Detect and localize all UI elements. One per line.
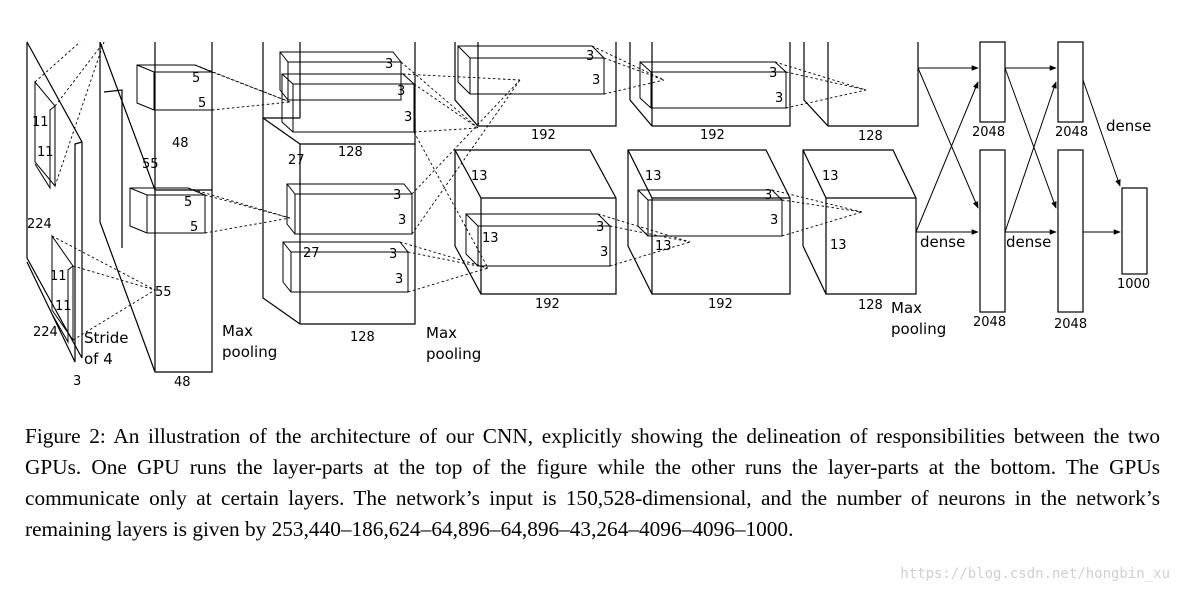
- figure-caption: Figure 2: An illustration of the archite…: [25, 421, 1160, 545]
- conv4-to-conv5-lines: [771, 61, 867, 237]
- conv4-kernel-top-b: 3: [775, 91, 783, 106]
- conv2-kernel-top-a: 3: [385, 57, 393, 72]
- conv3-size-label: 13: [471, 169, 488, 184]
- conv3-depth-top-label: 192: [531, 128, 556, 143]
- stride-label-line1: Stride: [84, 329, 129, 347]
- conv1-size-label: 55: [142, 157, 159, 172]
- input-width-label: 224: [33, 325, 58, 340]
- input-depth-label: 3: [73, 374, 81, 389]
- conv1-depth-top-label: 48: [172, 136, 189, 151]
- conv2-depth-top-label: 128: [338, 145, 363, 160]
- conv4-size-bottom-label: 13: [655, 239, 672, 254]
- conv1-to-conv2-lines: [187, 64, 291, 234]
- fc6-bottom-label: 2048: [973, 315, 1006, 330]
- conv4-kernel-top-a: 3: [769, 66, 777, 81]
- conv5-depth-bottom-label: 128: [858, 298, 883, 313]
- pooling2-line2: pooling: [426, 345, 481, 363]
- conv4-size-label: 13: [645, 169, 662, 184]
- conv3-to-conv4-lines: [591, 45, 691, 267]
- conv1-size-bottom-label: 55: [155, 285, 172, 300]
- conv1-block: [99, 41, 213, 373]
- input-kernel-bottom-b: 11: [55, 299, 72, 314]
- conv5-depth-top-label: 128: [858, 129, 883, 144]
- conv2-size-label: 27: [288, 153, 305, 168]
- conv2-kernel-bottom-d: 3: [395, 272, 403, 287]
- conv3-kernel-bottom-b: 3: [600, 245, 608, 260]
- conv2-kernel-top-c: 3: [404, 110, 412, 125]
- conv5-size-label: 13: [822, 169, 839, 184]
- conv2-kernel-bottom-b: 3: [398, 213, 406, 228]
- dense-label-fc7: dense: [1006, 233, 1051, 251]
- output-label: 1000: [1117, 277, 1150, 292]
- watermark: https://blog.csdn.net/hongbin_xu: [900, 566, 1170, 582]
- input-height-label: 224: [27, 217, 52, 232]
- pooling1-line1: Max: [222, 322, 253, 340]
- conv4-block: [627, 42, 791, 295]
- dense-label-output: dense: [1106, 117, 1151, 135]
- conv1-kernel-top-a: 5: [192, 71, 200, 86]
- dense-layers: [979, 41, 1148, 313]
- conv2-to-conv3-lines: [399, 61, 521, 293]
- input-image-block: [26, 41, 83, 363]
- dense-label-fc6: dense: [920, 233, 965, 251]
- stride-label-line2: of 4: [84, 350, 113, 368]
- input-receptive-lines: [34, 41, 156, 341]
- conv2-size-bottom-label: 27: [303, 246, 320, 261]
- input-kernel-top-a: 11: [32, 115, 49, 130]
- input-kernel-top-b: 11: [37, 145, 54, 160]
- conv4-depth-top-label: 192: [700, 128, 725, 143]
- fc7-top-label: 2048: [1055, 125, 1088, 140]
- conv4-depth-bottom-label: 192: [708, 297, 733, 312]
- conv1-depth-bottom-label: 48: [174, 375, 191, 390]
- conv1-kernel-bottom-a: 5: [184, 195, 192, 210]
- conv3-size-bottom-label: 13: [482, 231, 499, 246]
- conv2-kernel-top-b: 3: [397, 84, 405, 99]
- conv1-kernel-bottom-b: 5: [190, 220, 198, 235]
- figure-label: Figure 2:: [25, 424, 106, 448]
- conv2-kernel-bottom-c: 3: [389, 247, 397, 262]
- conv4-kernel-bottom-a: 3: [764, 188, 772, 203]
- conv1-kernel-top-b: 5: [198, 96, 206, 111]
- conv4-kernel-bottom-b: 3: [770, 213, 778, 228]
- pooling3-line1: Max: [891, 299, 922, 317]
- fc6-top-label: 2048: [972, 125, 1005, 140]
- conv5-block: [802, 42, 919, 295]
- pooling1-line2: pooling: [222, 343, 277, 361]
- dense-connections: [915, 65, 1121, 235]
- conv3-kernel-top-b: 3: [592, 73, 600, 88]
- pooling3-line2: pooling: [891, 320, 946, 338]
- conv3-kernel-bottom-a: 3: [596, 220, 604, 235]
- input-kernel-bottom-a: 11: [50, 269, 67, 284]
- conv2-block: [262, 42, 416, 325]
- cnn-architecture-diagram: 11 11 224 11 11 224 3 Stride of 4 5 5 48…: [26, 41, 1151, 390]
- conv5-size-bottom-label: 13: [830, 238, 847, 253]
- conv3-depth-bottom-label: 192: [535, 297, 560, 312]
- conv3-kernel-top-a: 3: [586, 49, 594, 64]
- conv2-depth-bottom-label: 128: [350, 330, 375, 345]
- fc7-bottom-label: 2048: [1054, 317, 1087, 332]
- pooling2-line1: Max: [426, 324, 457, 342]
- conv2-kernel-bottom-a: 3: [393, 188, 401, 203]
- caption-text: An illustration of the architecture of o…: [25, 424, 1160, 541]
